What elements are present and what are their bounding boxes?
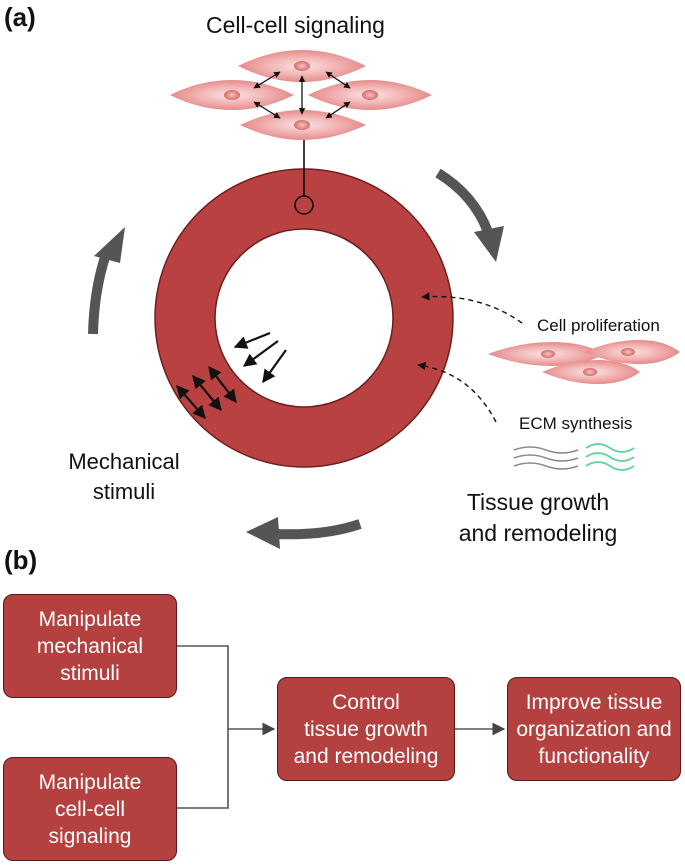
tissue-growth-label: Tissue growth and remodeling xyxy=(448,487,628,549)
cycle-arrows xyxy=(88,168,504,549)
manipulate-signaling-box: Manipulate cell-cell signaling xyxy=(3,757,177,861)
signaling-cell-cluster xyxy=(170,50,432,140)
mechanical-stimuli-line: stimuli xyxy=(92,479,156,504)
box-line: Control xyxy=(332,690,400,714)
box-line: Manipulate xyxy=(38,607,142,631)
tissue-growth-line: and remodeling xyxy=(458,520,618,546)
cell xyxy=(542,360,640,384)
ecm-fibers-gray xyxy=(513,446,579,470)
zoom-circle xyxy=(294,195,314,215)
mechanical-stimuli-label: Mechanical stimuli xyxy=(56,447,192,507)
cell-signaling-label: Cell-cell signaling xyxy=(206,12,385,38)
proliferation-cells xyxy=(488,340,680,384)
merge-connector xyxy=(177,645,229,809)
box-line: functionality xyxy=(538,744,650,768)
improve-tissue-box: Improve tissue organization and function… xyxy=(507,677,681,781)
box-line: mechanical xyxy=(36,634,144,658)
panel-a-diagram xyxy=(88,50,680,549)
manipulate-mechanical-box: Manipulate mechanical stimuli xyxy=(3,594,177,698)
cycle-arrow xyxy=(88,227,125,335)
tissue-growth-line: Tissue growth xyxy=(466,489,610,515)
box-line: cell-cell xyxy=(54,797,125,821)
box-line: Manipulate xyxy=(38,770,142,794)
signal-arrow xyxy=(325,71,351,89)
box-line: organization and xyxy=(516,717,672,741)
box-line: tissue growth xyxy=(304,717,428,741)
shear-arrows xyxy=(233,331,287,384)
cell xyxy=(488,342,604,366)
panel-a-label: (a) xyxy=(4,2,36,32)
control-growth-box: Control tissue growth and remodeling xyxy=(277,677,455,781)
box-line: and remodeling xyxy=(293,744,439,768)
box-line: signaling xyxy=(48,824,132,848)
box-line: Improve tissue xyxy=(525,690,663,714)
cycle-arrow xyxy=(246,517,362,549)
mechanical-stimuli-line: Mechanical xyxy=(68,449,180,474)
box-line: stimuli xyxy=(60,661,120,685)
cell-proliferation-label: Cell proliferation xyxy=(537,316,660,335)
ecm-dashed-arrow xyxy=(417,361,497,423)
signal-arrow xyxy=(325,101,351,119)
ecm-synthesis-label: ECM synthesis xyxy=(519,414,633,433)
cycle-arrow xyxy=(435,168,504,262)
cell xyxy=(584,340,680,364)
signal-arrow xyxy=(253,101,281,119)
signal-arrow xyxy=(253,71,281,89)
ecm-fibers-green xyxy=(585,443,635,471)
panel-b-label: (b) xyxy=(4,545,38,575)
proliferation-dashed-arrow xyxy=(421,292,523,324)
stretch-arrows xyxy=(176,365,237,419)
